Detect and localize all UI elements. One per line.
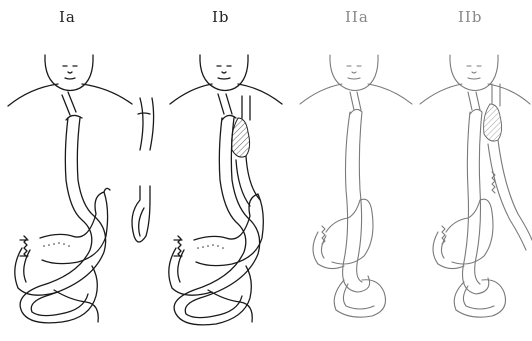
face-iib	[467, 66, 481, 79]
face-iia	[347, 66, 361, 79]
shoulders-ia	[8, 84, 132, 106]
loop-iia	[313, 232, 344, 269]
conduit-iia	[343, 112, 370, 292]
conduit-iib	[463, 112, 489, 294]
anastomosis-ia	[24, 236, 27, 257]
panel-iia	[300, 55, 412, 317]
stomach-ia	[40, 192, 108, 264]
esophagus-stump-ib	[218, 94, 232, 114]
jejunal-loop-ib	[169, 248, 212, 295]
esophagus-stump-iia	[350, 92, 361, 110]
esophagus-stump-ia	[62, 92, 76, 115]
shoulders-iia	[300, 84, 412, 104]
loop-iib	[433, 232, 464, 269]
panel-ib	[169, 55, 282, 325]
detail-upper-segment-ia	[140, 98, 154, 150]
hatched-remnant-iib	[484, 104, 502, 141]
shoulders-iib	[420, 84, 530, 104]
stomach-iia	[326, 199, 373, 264]
hatched-remnant-ib	[232, 118, 250, 157]
panel-ia	[8, 55, 154, 323]
anastomosis-ib	[178, 236, 181, 257]
suture-dots-ia	[43, 242, 70, 247]
face-ia	[63, 66, 77, 79]
stomach-ib	[194, 194, 263, 266]
stomach-iib	[446, 199, 493, 264]
esophagus-stump-iib	[468, 92, 480, 110]
face-ib	[217, 66, 231, 79]
panel-iib	[420, 55, 532, 317]
suture-dots-ib	[197, 244, 224, 249]
